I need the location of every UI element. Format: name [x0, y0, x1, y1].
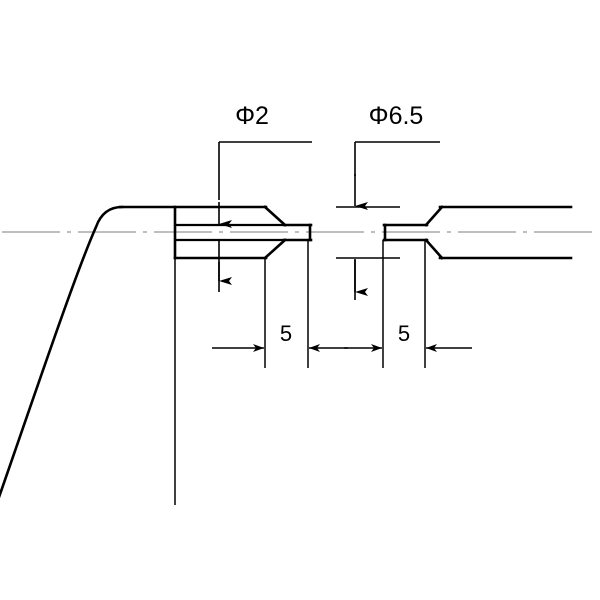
- label-diameter-left: Φ2: [235, 102, 269, 130]
- dimension-phi65: [354, 141, 440, 300]
- label-length-left: 5: [280, 321, 292, 346]
- right-part-outline: [382, 205, 573, 260]
- arm-curve: [0, 205, 124, 499]
- label-length-right: 5: [398, 321, 410, 346]
- right-taper-lower: [424, 238, 444, 260]
- left-taper-upper: [263, 205, 287, 227]
- label-diameter-right: Φ6.5: [369, 102, 424, 130]
- extension-lines: [174, 206, 426, 505]
- dimension-phi2: [218, 141, 312, 292]
- left-taper-lower: [263, 238, 287, 260]
- right-taper-upper: [424, 205, 444, 227]
